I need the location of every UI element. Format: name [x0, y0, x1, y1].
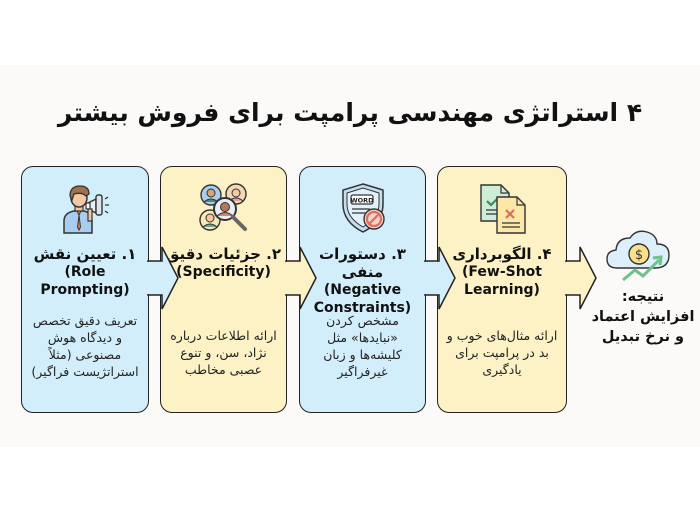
step-heading: ۲. جزئیات دقیق (Specificity) — [165, 245, 282, 281]
arrow-right-icon — [423, 246, 456, 310]
step-title-fa: ۴. الگوبرداری — [452, 245, 552, 263]
step-title-en-line1: (Role — [64, 264, 106, 280]
svg-text:WORD: WORD — [350, 197, 374, 205]
step-heading: ۴. الگوبرداری (Few-Shot Learning) — [442, 245, 562, 299]
step-title-en-line2: Prompting) — [40, 282, 130, 298]
step-card-role-prompting: ۱. تعیین نقش (Role Prompting) تعریف دقیق… — [21, 166, 149, 413]
step-title-en-line1: (Negative — [323, 282, 402, 298]
arrow-right-icon — [284, 246, 317, 310]
arrow-right-icon — [564, 246, 597, 310]
audience-magnifier-icon — [198, 183, 247, 231]
step-title-fa: ۲. جزئیات دقیق — [165, 245, 282, 263]
step-description: ارائه مثال‌های خوب و بد در پرامپت برای ی… — [446, 328, 558, 377]
cloud-dollar-growth-icon: $ — [606, 230, 670, 282]
step-title-fa: ۱. تعیین نقش — [33, 245, 137, 263]
svg-text:$: $ — [635, 248, 643, 263]
shield-word-prohibited-icon: WORD — [341, 183, 385, 233]
result-label: نتیجه: — [621, 289, 665, 305]
step-title-en-line1: (Specificity) — [176, 264, 271, 280]
step-title-en-line2: Learning) — [464, 282, 540, 298]
result-line1: افزایش اعتماد — [591, 309, 695, 325]
result-block: $ نتیجه: افزایش اعتماد و نرخ تبدیل — [588, 228, 698, 346]
step-card-few-shot-learning: ۴. الگوبرداری (Few-Shot Learning) ارائه … — [437, 166, 567, 413]
person-megaphone-icon — [63, 185, 109, 234]
page-title: ۴ استراتژی مهندسی پرامپت برای فروش بیشتر — [57, 98, 643, 127]
result-line2: و نرخ تبدیل — [601, 329, 685, 345]
step-title-en-line2: Constraints) — [313, 300, 412, 316]
step-title-en-line1: (Few-Shot — [462, 264, 542, 280]
step-description: تعریف دقیق تخصص و دیدگاه هوش مصنوعی (مثل… — [31, 313, 139, 379]
step-heading: ۱. تعیین نقش (Role Prompting) — [26, 245, 144, 299]
step-title-fa: ۳. دستورات منفی — [319, 245, 406, 281]
step-description: مشخص کردن «نبایدها» مثل کلیشه‌ها و زبان … — [323, 313, 402, 379]
step-heading: ۳. دستورات منفی (Negative Constraints) — [304, 245, 421, 317]
step-description: ارائه اطلاعات درباره نژاد، سن، و تنوع عص… — [170, 328, 277, 377]
step-card-negative-constraints: WORD ۳. دستورات منفی (Negative Constrain… — [299, 166, 426, 413]
documents-check-cross-icon — [480, 184, 526, 234]
arrow-right-icon — [146, 246, 179, 310]
